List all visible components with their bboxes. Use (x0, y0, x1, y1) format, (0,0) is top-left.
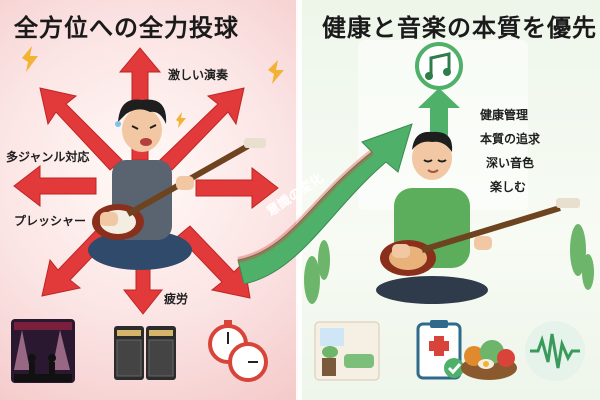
stopwatch-icon (204, 318, 270, 384)
sound-wave-icon (522, 318, 588, 384)
left-panel-overexertion: 全方位への全力投球 激しい演奏 多ジャンル対応 プレッシャー 疲労 (0, 0, 302, 400)
arrow-right (195, 166, 279, 210)
benefit-pursuit-of-essence: 本質の追求 (480, 132, 541, 146)
label-intense-performance: 激しい演奏 (168, 68, 229, 82)
label-fatigue: 疲労 (164, 292, 189, 306)
living-room-icon (314, 318, 380, 384)
health-checklist-icon (408, 318, 474, 384)
stressed-bassist-figure (88, 99, 266, 270)
benefit-enjoy: 楽しむ (490, 180, 527, 194)
right-panel-priority-health: 健康と音楽の本質を優先 健康管理 本質の追求 深い音色 楽しむ (298, 0, 600, 400)
label-multi-genre: 多ジャンル対応 (6, 150, 90, 164)
music-note-icon (415, 42, 463, 90)
red-arrows-burst (13, 46, 284, 315)
right-title: 健康と音楽の本質を優先 (322, 14, 597, 42)
arrow-up-left (39, 87, 123, 171)
panel-divider (296, 0, 302, 400)
benefit-deep-tone: 深い音色 (486, 156, 535, 170)
arrow-up-right (159, 87, 245, 171)
calm-bassist-figure (376, 131, 580, 304)
green-up-arrow (418, 88, 460, 148)
label-pressure: プレッシャー (14, 214, 87, 228)
spark-decorations (22, 46, 284, 128)
benefit-health-management: 健康管理 (480, 108, 529, 122)
concert-stage-icon (10, 318, 76, 384)
plant-decorations (304, 224, 594, 304)
calm-scene (304, 40, 594, 304)
left-title: 全方位への全力投球 (14, 14, 239, 42)
healthy-food-icon (456, 318, 522, 384)
arrow-left (13, 164, 97, 208)
amplifier-stack-icon (112, 318, 178, 384)
